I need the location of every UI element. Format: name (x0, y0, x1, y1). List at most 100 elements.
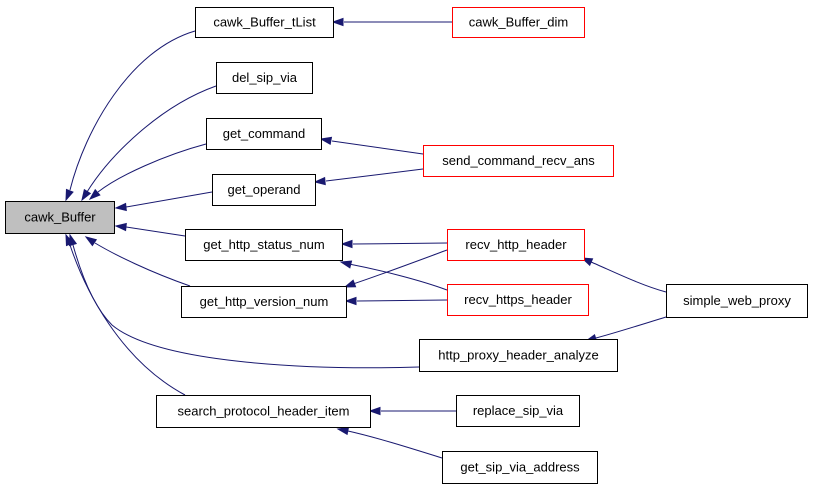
edge-line (97, 143, 207, 193)
edge-layer (65, 17, 667, 459)
edge-line (125, 191, 213, 208)
node-label: get_sip_via_address (460, 459, 580, 474)
node-label: get_command (223, 126, 305, 141)
arrow-head (319, 136, 333, 146)
node-box[interactable] (206, 118, 322, 150)
arrow-head (114, 222, 127, 232)
node-http-proxy-header-analyze[interactable]: http_proxy_header_analyze (419, 339, 618, 372)
edge-line (72, 244, 420, 369)
node-box[interactable] (666, 284, 808, 318)
node-box[interactable] (452, 7, 585, 38)
edge-del_sip_via-to-cawk_Buffer (81, 85, 217, 202)
node-del-sip-via[interactable]: del_sip_via (216, 62, 313, 94)
node-box[interactable] (212, 174, 316, 206)
node-box[interactable] (5, 201, 115, 234)
arrow-head (343, 279, 357, 288)
node-box[interactable] (442, 451, 598, 484)
edge-line (347, 430, 443, 459)
node-box[interactable] (195, 7, 334, 38)
node-simple-web-proxy[interactable]: simple_web_proxy (666, 284, 808, 318)
node-box[interactable] (447, 284, 589, 316)
node-label: simple_web_proxy (683, 293, 791, 308)
edge-recv_https_header-to-get_http_version_num (344, 296, 448, 306)
node-cawk-Buffer-tList[interactable]: cawk_Buffer_tList (195, 7, 334, 38)
edge-line (352, 242, 448, 245)
arrow-head (344, 296, 357, 306)
edge-line (590, 261, 667, 293)
node-layer: cawk_Buffer cawk_Buffer_tList cawk_Buffer_… (5, 7, 808, 484)
node-get-http-version-num[interactable]: get_http_version_num (181, 286, 347, 318)
node-recv-http-header[interactable]: recv_http_header (447, 229, 585, 261)
edge-line (348, 263, 448, 291)
arrow-head (313, 176, 326, 186)
arrow-head (340, 239, 353, 249)
node-label: del_sip_via (232, 70, 298, 85)
node-cawk-Buffer[interactable]: cawk_Buffer (5, 201, 115, 234)
node-cawk-Buffer-dim[interactable]: cawk_Buffer_dim (452, 7, 585, 38)
edge-line (352, 249, 448, 285)
arrow-head (84, 236, 98, 247)
node-box[interactable] (447, 229, 585, 261)
edge-send_command_recv_ans-to-get_operand (313, 168, 424, 186)
edge-line (69, 30, 196, 191)
edge-simple_web_proxy-to-recv_http_header (580, 257, 667, 293)
node-search-protocol-header-item[interactable]: search_protocol_header_item (156, 395, 371, 428)
edge-line (94, 242, 191, 287)
node-get-http-status-num[interactable]: get_http_status_num (185, 229, 343, 261)
edge-cawk_Buffer_tList-to-cawk_Buffer (65, 30, 196, 202)
node-get-operand[interactable]: get_operand (212, 174, 316, 206)
edge-get_command-to-cawk_Buffer (88, 143, 207, 200)
edge-get_http_version_num-to-cawk_Buffer (84, 236, 191, 287)
arrow-head (368, 406, 381, 416)
node-box[interactable] (419, 339, 618, 372)
node-label: cawk_Buffer_dim (469, 14, 568, 29)
node-box[interactable] (156, 395, 371, 428)
edge-get_sip_via_address-to-search_protocol_header_item (336, 426, 443, 459)
node-label: search_protocol_header_item (178, 403, 350, 418)
arrow-head (114, 202, 127, 212)
node-label: send_command_recv_ans (442, 153, 595, 168)
arrow-head (339, 260, 353, 269)
edge-line (69, 244, 186, 396)
edge-recv_http_header-to-get_http_status_num (340, 239, 448, 249)
arrow-head (81, 188, 92, 202)
arrow-head (65, 188, 74, 202)
arrow-head (65, 233, 74, 247)
edge-get_operand-to-cawk_Buffer (114, 191, 213, 212)
arrow-head (88, 188, 101, 200)
node-get-sip-via-address[interactable]: get_sip_via_address (442, 451, 598, 484)
node-label: cawk_Buffer (24, 209, 96, 224)
edge-line (595, 316, 667, 339)
node-get-command[interactable]: get_command (206, 118, 322, 150)
node-label: http_proxy_header_analyze (438, 347, 598, 362)
edge-send_command_recv_ans-to-get_command (319, 136, 424, 155)
node-label: cawk_Buffer_tList (213, 14, 316, 29)
node-box[interactable] (423, 145, 614, 177)
node-recv-https-header[interactable]: recv_https_header (447, 284, 589, 316)
arrow-head (336, 426, 350, 436)
node-box[interactable] (216, 62, 313, 94)
edge-replace_sip_via-to-search_protocol_header_item (368, 406, 456, 416)
node-label: get_http_version_num (200, 294, 329, 309)
edge-line (356, 299, 448, 302)
node-label: get_operand (227, 182, 300, 197)
node-replace-sip-via[interactable]: replace_sip_via (456, 395, 580, 427)
edge-line (125, 226, 186, 237)
node-label: replace_sip_via (473, 403, 564, 418)
arrow-head (331, 17, 344, 27)
node-label: recv_http_header (465, 237, 567, 252)
node-send-command-recv-ans[interactable]: send_command_recv_ans (423, 145, 614, 177)
edge-recv_https_header-to-get_http_status_num (339, 260, 448, 291)
edge-cawk_Buffer_dim-to-cawk_Buffer_tList (331, 17, 452, 27)
node-label: recv_https_header (464, 292, 572, 307)
edge-line (331, 140, 424, 155)
edge-line (86, 85, 217, 193)
node-box[interactable] (456, 395, 580, 427)
node-box[interactable] (181, 286, 347, 318)
node-box[interactable] (185, 229, 343, 261)
edge-line (325, 168, 424, 182)
edge-simple_web_proxy-to-http_proxy_header_analyze (584, 316, 667, 343)
edge-get_http_status_num-to-cawk_Buffer (114, 222, 186, 237)
node-label: get_http_status_num (203, 237, 324, 252)
